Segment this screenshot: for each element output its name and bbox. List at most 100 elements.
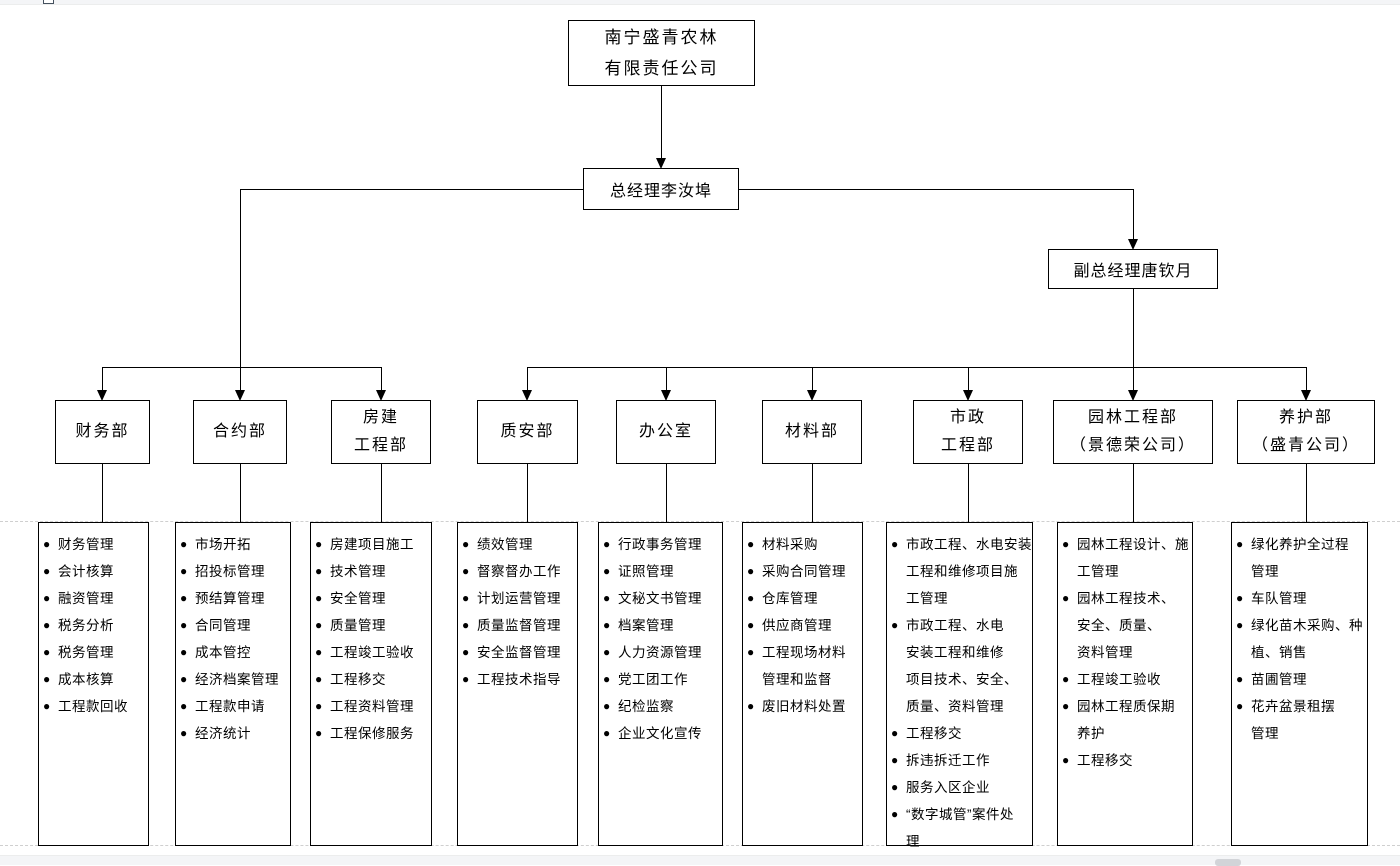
arrowhead-icon bbox=[661, 390, 671, 401]
connector-line bbox=[381, 367, 383, 391]
connector-line bbox=[812, 464, 814, 522]
duty-text: 管理和监督 bbox=[762, 672, 832, 687]
duty-item: ●质量监督管理 bbox=[462, 612, 575, 639]
bullet-icon: ● bbox=[747, 645, 755, 659]
duty-list-office: ●行政事务管理●证照管理●文秘文书管理●档案管理●人力资源管理●党工团工作●纪检… bbox=[598, 522, 723, 846]
bullet-icon: ● bbox=[43, 645, 51, 659]
duty-text: 经济档案管理 bbox=[195, 672, 279, 687]
toolbar-icon[interactable] bbox=[43, 0, 54, 4]
duty-text: 技术管理 bbox=[330, 564, 386, 579]
bullet-icon: ● bbox=[1236, 618, 1244, 632]
bullet-icon: ● bbox=[43, 537, 51, 551]
bullet-icon: ● bbox=[180, 618, 188, 632]
duty-text: 工程款回收 bbox=[58, 699, 128, 714]
duty-text: 工程移交 bbox=[330, 672, 386, 687]
duty-text: 企业文化宣传 bbox=[618, 726, 702, 741]
bullet-icon: ● bbox=[891, 807, 899, 821]
connector-line bbox=[527, 367, 1307, 369]
bullet-icon: ● bbox=[43, 618, 51, 632]
duty-text: 项目技术、安全、 bbox=[906, 672, 1018, 687]
bullet-icon: ● bbox=[1236, 537, 1244, 551]
duty-text: 资料管理 bbox=[1077, 645, 1133, 660]
connector-line bbox=[968, 464, 970, 522]
bullet-icon: ● bbox=[603, 672, 611, 686]
duty-text: 质量、资料管理 bbox=[906, 699, 1004, 714]
duty-item: ●工程竣工验收 bbox=[315, 639, 429, 666]
duty-item: ●督察督办工作 bbox=[462, 558, 575, 585]
duty-list-quality-safety: ●绩效管理●督察督办工作●计划运营管理●质量监督管理●安全监督管理●工程技术指导 bbox=[457, 522, 578, 846]
duty-text: 安全监督管理 bbox=[477, 645, 561, 660]
duty-text: 预结算管理 bbox=[195, 591, 265, 606]
dept-label: 园林工程部 bbox=[1087, 409, 1178, 426]
duty-item: ●成本管控 bbox=[180, 639, 288, 666]
duty-text: 工程现场材料 bbox=[762, 645, 846, 660]
duty-item: ●市场开拓 bbox=[180, 531, 288, 558]
connector-line bbox=[1133, 289, 1135, 368]
bullet-icon: ● bbox=[315, 564, 323, 578]
duty-text: 会计核算 bbox=[58, 564, 114, 579]
duty-item: ●安全监督管理 bbox=[462, 639, 575, 666]
connector-line bbox=[240, 189, 242, 368]
duty-item: ●文秘文书管理 bbox=[603, 585, 720, 612]
dept-label: 市政 bbox=[949, 409, 986, 426]
dept-label: 财务部 bbox=[75, 423, 130, 440]
duty-text: 工程技术指导 bbox=[477, 672, 561, 687]
duty-item: ●会计核算 bbox=[43, 558, 146, 585]
duty-item: ●经济档案管理 bbox=[180, 666, 288, 693]
duty-item: ●成本核算 bbox=[43, 666, 146, 693]
bullet-icon: ● bbox=[43, 591, 51, 605]
duty-item: ●党工团工作 bbox=[603, 666, 720, 693]
dept-label: 质安部 bbox=[500, 423, 555, 440]
duty-item: ●园林工程设计、施工管理 bbox=[1062, 531, 1190, 585]
connector-line bbox=[1306, 464, 1308, 522]
duty-item: ●绿化苗木采购、种植、销售 bbox=[1236, 612, 1365, 666]
connector-line bbox=[812, 367, 814, 391]
duty-text: 工程资料管理 bbox=[330, 699, 414, 714]
bullet-icon: ● bbox=[1062, 672, 1070, 686]
bullet-icon: ● bbox=[462, 591, 470, 605]
duty-text: 绿化苗木采购、种 bbox=[1251, 618, 1363, 633]
duty-item: ● 税务管理 bbox=[43, 639, 146, 666]
duty-text: 税务管理 bbox=[58, 645, 114, 660]
duty-text: 采购合同管理 bbox=[762, 564, 846, 579]
bullet-icon: ● bbox=[180, 699, 188, 713]
duty-item: ● 绩效管理 bbox=[462, 531, 575, 558]
duty-item: ●档案管理 bbox=[603, 612, 720, 639]
connector-line bbox=[1306, 367, 1308, 391]
duty-text: 绩效管理 bbox=[477, 537, 533, 552]
connector-line bbox=[661, 86, 663, 159]
duty-text: 文秘文书管理 bbox=[618, 591, 702, 606]
duty-item: ●行政事务管理 bbox=[603, 531, 720, 558]
arrowhead-icon bbox=[1301, 390, 1311, 401]
duty-text: 花卉盆景租摆 bbox=[1251, 699, 1335, 714]
arrowhead-icon bbox=[235, 390, 245, 401]
dept-box-materials: 材料部 bbox=[762, 400, 862, 464]
duty-text: 工程保修服务 bbox=[330, 726, 414, 741]
connector-line bbox=[102, 367, 104, 391]
bullet-icon: ● bbox=[891, 618, 899, 632]
duty-item: ●合同管理 bbox=[180, 612, 288, 639]
connector-line bbox=[240, 367, 242, 391]
horizontal-scrollbar-thumb[interactable] bbox=[1215, 859, 1241, 866]
company-name-line1: 南宁盛青农林 bbox=[604, 28, 719, 47]
duty-list-municipal-engineering: ●市政工程、水电安装工程和维修项目施工管理●市政工程、水电安装工程和维修项目技术… bbox=[886, 522, 1033, 849]
bullet-icon: ● bbox=[315, 591, 323, 605]
duty-item: ●工程技术指导 bbox=[462, 666, 575, 693]
top-toolbar-strip bbox=[0, 0, 1400, 5]
bullet-icon: ● bbox=[891, 753, 899, 767]
duty-item: ●工程竣工验收 bbox=[1062, 666, 1190, 693]
bullet-icon: ● bbox=[462, 537, 470, 551]
connector-line bbox=[527, 464, 529, 522]
duty-item: ●计划运营管理 bbox=[462, 585, 575, 612]
bullet-icon: ● bbox=[747, 618, 755, 632]
dept-label-line2: （景德荣公司） bbox=[1069, 437, 1196, 454]
bullet-icon: ● bbox=[180, 645, 188, 659]
bullet-icon: ● bbox=[1236, 699, 1244, 713]
duty-item: ●园林工程质保期养护 bbox=[1062, 693, 1190, 747]
duty-list-housing-construction: ●房建项目施工●技术管理●安全管理●质量管理●工程竣工验收●工程移交●工程资料管… bbox=[310, 522, 432, 846]
duty-text: 供应商管理 bbox=[762, 618, 832, 633]
duty-text: 质量管理 bbox=[330, 618, 386, 633]
connector-line bbox=[1133, 367, 1135, 391]
connector-line bbox=[1133, 189, 1135, 239]
duty-text: 市政工程、水电安装 bbox=[906, 537, 1032, 552]
